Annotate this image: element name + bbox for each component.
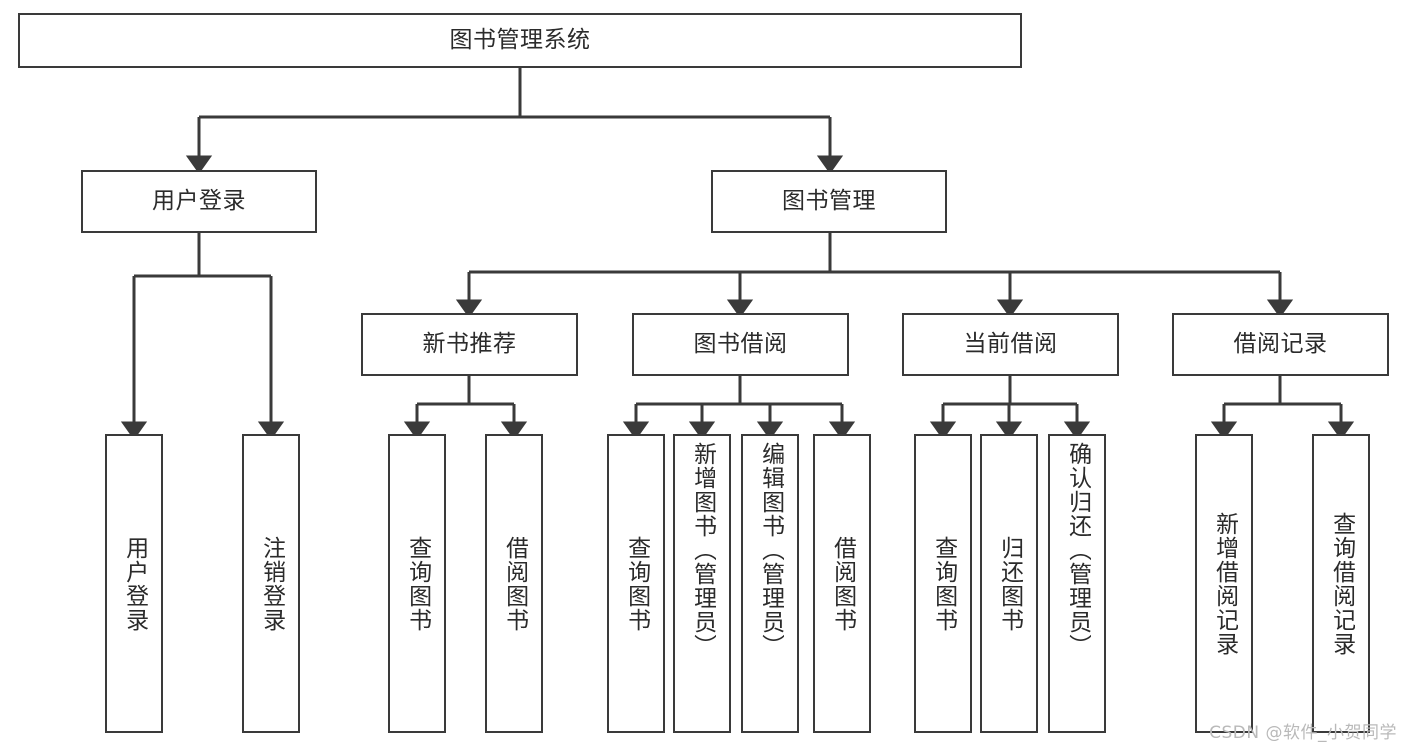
leaf-recommend-borrow-book[interactable]: 借阅图书 [485,434,543,733]
node-user-login[interactable]: 用户登录 [81,170,317,233]
leaf-user-login-signout[interactable]: 注销登录 [242,434,300,733]
leaf-label: 查询借阅记录 [1328,511,1355,656]
leaf-label: 确认归还（管理员） [1064,442,1091,658]
leaf-record-add-borrow-record[interactable]: 新增借阅记录 [1195,434,1253,733]
node-book-borrow[interactable]: 图书借阅 [632,313,849,376]
leaf-label: 查询图书 [623,535,650,632]
node-user-login-label: 用户登录 [152,188,246,215]
leaf-label: 用户登录 [121,535,148,632]
node-book-management-label: 图书管理 [782,188,876,215]
node-current-borrow[interactable]: 当前借阅 [902,313,1119,376]
leaf-label: 查询图书 [930,535,957,632]
leaf-record-query-borrow-record[interactable]: 查询借阅记录 [1312,434,1370,733]
node-new-book-recommend-label: 新书推荐 [422,331,517,358]
node-book-borrow-label: 图书借阅 [693,331,788,358]
leaf-label: 归还图书 [996,535,1023,632]
node-borrow-record[interactable]: 借阅记录 [1172,313,1389,376]
leaf-user-login-signin[interactable]: 用户登录 [105,434,163,733]
node-new-book-recommend[interactable]: 新书推荐 [361,313,578,376]
node-current-borrow-label: 当前借阅 [963,331,1058,358]
leaf-label: 查询图书 [404,535,431,632]
leaf-current-confirm-return-admin[interactable]: 确认归还（管理员） [1048,434,1106,733]
leaf-label: 借阅图书 [829,535,856,632]
node-root-label: 图书管理系统 [449,27,591,54]
node-book-management[interactable]: 图书管理 [711,170,947,233]
leaf-label: 新增图书（管理员） [689,442,716,658]
leaf-label: 借阅图书 [501,535,528,632]
node-borrow-record-label: 借阅记录 [1233,331,1328,358]
leaf-current-return-book[interactable]: 归还图书 [980,434,1038,733]
leaf-current-query-book[interactable]: 查询图书 [914,434,972,733]
leaf-label: 注销登录 [258,535,285,632]
leaf-borrow-add-book-admin[interactable]: 新增图书（管理员） [673,434,731,733]
leaf-borrow-query-book[interactable]: 查询图书 [607,434,665,733]
leaf-label: 新增借阅记录 [1211,511,1238,656]
leaf-label: 编辑图书（管理员） [757,442,784,658]
node-root-system[interactable]: 图书管理系统 [18,13,1022,68]
leaf-borrow-edit-book-admin[interactable]: 编辑图书（管理员） [741,434,799,733]
watermark: CSDN @软件_小贺同学 [1209,723,1397,743]
leaf-borrow-borrow-book[interactable]: 借阅图书 [813,434,871,733]
leaf-recommend-query-book[interactable]: 查询图书 [388,434,446,733]
